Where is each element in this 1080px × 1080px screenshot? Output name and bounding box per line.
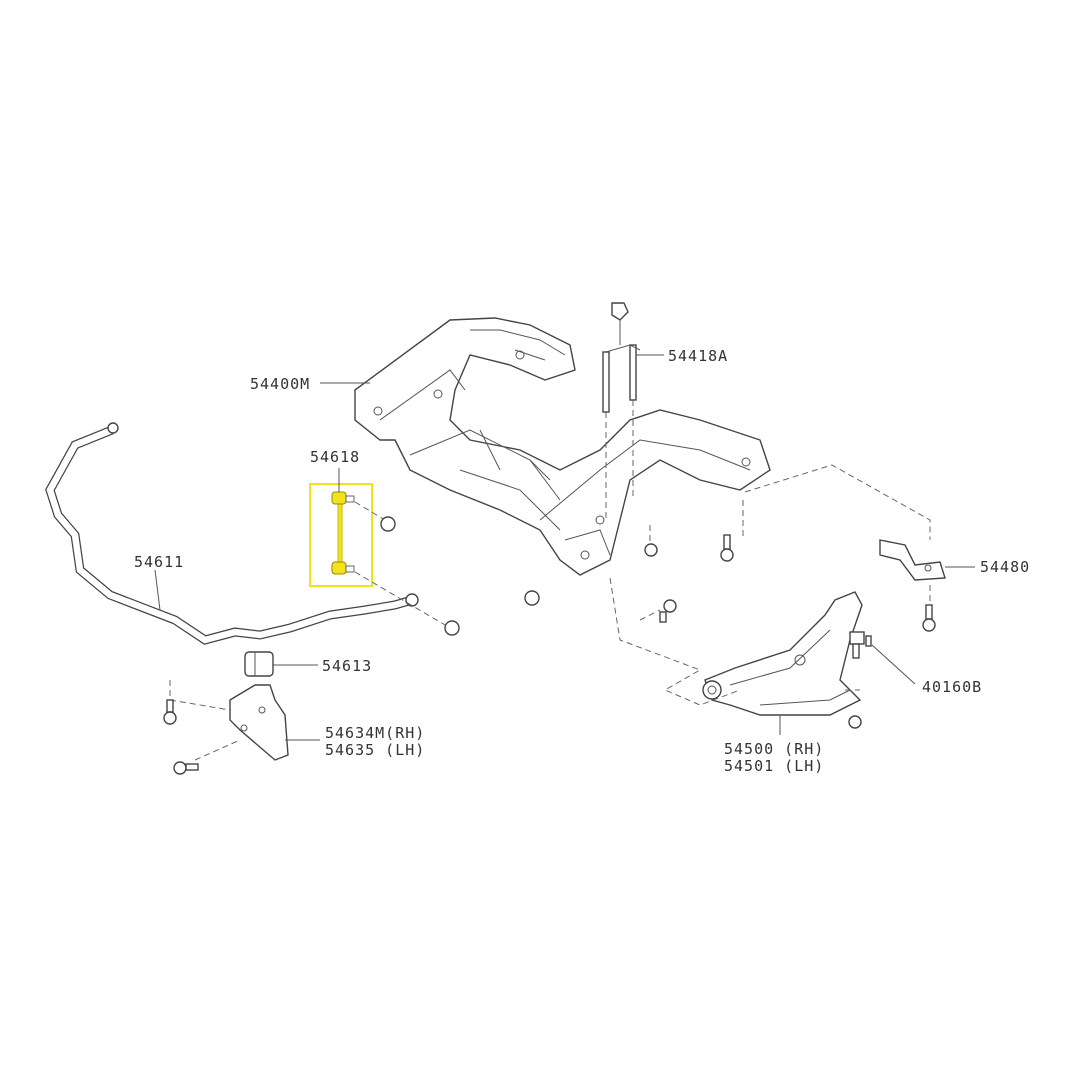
callout-54418A[interactable]: 54418A	[668, 347, 729, 365]
callout-54635[interactable]: 54635 (LH)	[325, 741, 426, 759]
nut	[644, 543, 658, 557]
stabilizer-link-54618[interactable]	[309, 483, 373, 587]
callout-54400M[interactable]: 54400M	[250, 375, 311, 393]
callout-54500[interactable]: 54500 (RH)	[724, 740, 825, 758]
bolt-54418A[interactable]	[602, 302, 641, 413]
bracket-54480[interactable]	[879, 539, 946, 581]
bracket-54634M[interactable]	[229, 684, 289, 761]
bolt	[524, 590, 862, 729]
crossmember-54400M[interactable]	[354, 317, 771, 576]
ball-joint-40160B[interactable]	[849, 631, 872, 659]
callout-40160B[interactable]: 40160B	[922, 678, 983, 696]
nut	[380, 516, 460, 636]
bolt	[163, 699, 199, 775]
lower-control-arm-54500[interactable]	[702, 591, 863, 716]
callout-54611[interactable]: 54611	[134, 553, 185, 571]
callout-54618[interactable]: 54618	[310, 448, 361, 466]
stabilizer-bar-54611[interactable]	[45, 422, 419, 645]
callout-54613[interactable]: 54613	[322, 657, 373, 675]
bushing-54613[interactable]	[244, 651, 274, 677]
callout-54480[interactable]: 54480	[980, 558, 1031, 576]
callout-54634M[interactable]: 54634M(RH)	[325, 724, 426, 742]
callout-54501[interactable]: 54501 (LH)	[724, 757, 825, 775]
bolt	[720, 534, 936, 632]
